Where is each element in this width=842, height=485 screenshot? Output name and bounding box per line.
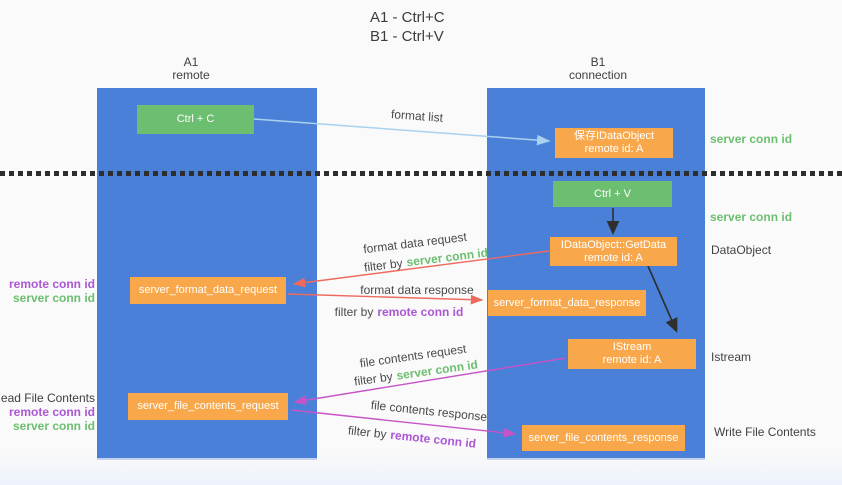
server-format-data-request-label: server_format_data_request — [138, 284, 278, 296]
conn-id-legend-top: remote conn id server conn id — [9, 277, 95, 305]
column-header-a1: A1 remote — [131, 56, 251, 82]
diagram-title: A1 - Ctrl+C B1 - Ctrl+V — [370, 8, 445, 46]
server-format-data-response-label: server_format_data_response — [493, 296, 641, 309]
ctrl-c-label: Ctrl + C — [176, 113, 215, 125]
server-format-data-request-box: server_format_data_request — [130, 277, 286, 304]
title-line-2: B1 - Ctrl+V — [370, 28, 444, 45]
remote-conn-id-text: remote conn id — [389, 427, 477, 451]
server-file-contents-response-label: server_file_contents_response — [528, 431, 679, 444]
format-data-response-label: format data response — [360, 283, 474, 297]
format-list-label: format list — [390, 107, 444, 125]
filter-by-text: filter by — [363, 255, 404, 275]
istream-line2: remote id: A — [602, 354, 662, 366]
server-conn-id-label: server conn id — [12, 419, 95, 433]
remote-conn-id-label: remote conn id — [8, 405, 95, 419]
write-file-contents-label: Write File Contents — [714, 425, 816, 439]
column-header-b1: B1 connection — [538, 56, 658, 82]
dotted-separator-line — [0, 171, 842, 176]
ctrl-v-label: Ctrl + V — [594, 187, 631, 200]
dataobject-label: DataObject — [711, 243, 772, 257]
istream-side-label: Istream — [711, 350, 752, 364]
read-file-contents-group: Read File Contents remote conn id server… — [0, 391, 95, 433]
server-conn-id-label-top: server conn id — [710, 132, 793, 146]
column-a1-subtitle: remote — [172, 68, 210, 82]
filter-by-text: filter by — [353, 369, 394, 389]
ctrl-c-box: Ctrl + C — [137, 105, 254, 134]
server-conn-id-label: server conn id — [12, 291, 95, 305]
remote-conn-id-label: remote conn id — [8, 277, 95, 291]
server-file-contents-response-box: server_file_contents_response — [522, 425, 685, 451]
server-file-contents-request-box: server_file_contents_request — [128, 393, 288, 420]
file-contents-response-label: file contents response — [370, 397, 488, 425]
filter-by-text: filter by — [347, 423, 388, 442]
getdata-line2: remote id: A — [584, 251, 643, 264]
column-b1-name: B1 — [590, 55, 606, 69]
server-conn-id-label-mid: server conn id — [710, 210, 793, 224]
remote-conn-id-text: remote conn id — [377, 305, 464, 319]
server-format-data-response-box: server_format_data_response — [488, 290, 646, 316]
ctrl-v-box: Ctrl + V — [553, 181, 672, 207]
idataobject-getdata-box: IDataObject::GetData remote id: A — [550, 237, 677, 266]
read-file-contents-label: Read File Contents — [0, 391, 95, 405]
istream-box: IStream remote id: A — [568, 339, 696, 369]
save-idataobject-line2: remote id: A — [584, 143, 644, 155]
title-line-1: A1 - Ctrl+C — [370, 9, 445, 26]
getdata-line1: IDataObject::GetData — [560, 238, 667, 251]
column-a1-name: A1 — [183, 55, 199, 69]
column-b1-subtitle: connection — [568, 68, 628, 82]
save-idataobject-line1: 保存IDataObject — [573, 130, 655, 142]
save-idataobject-box: 保存IDataObject remote id: A — [555, 128, 673, 158]
server-file-contents-request-label: server_file_contents_request — [137, 400, 279, 412]
istream-line1: IStream — [612, 341, 652, 353]
filter-by-text: filter by — [334, 305, 374, 319]
